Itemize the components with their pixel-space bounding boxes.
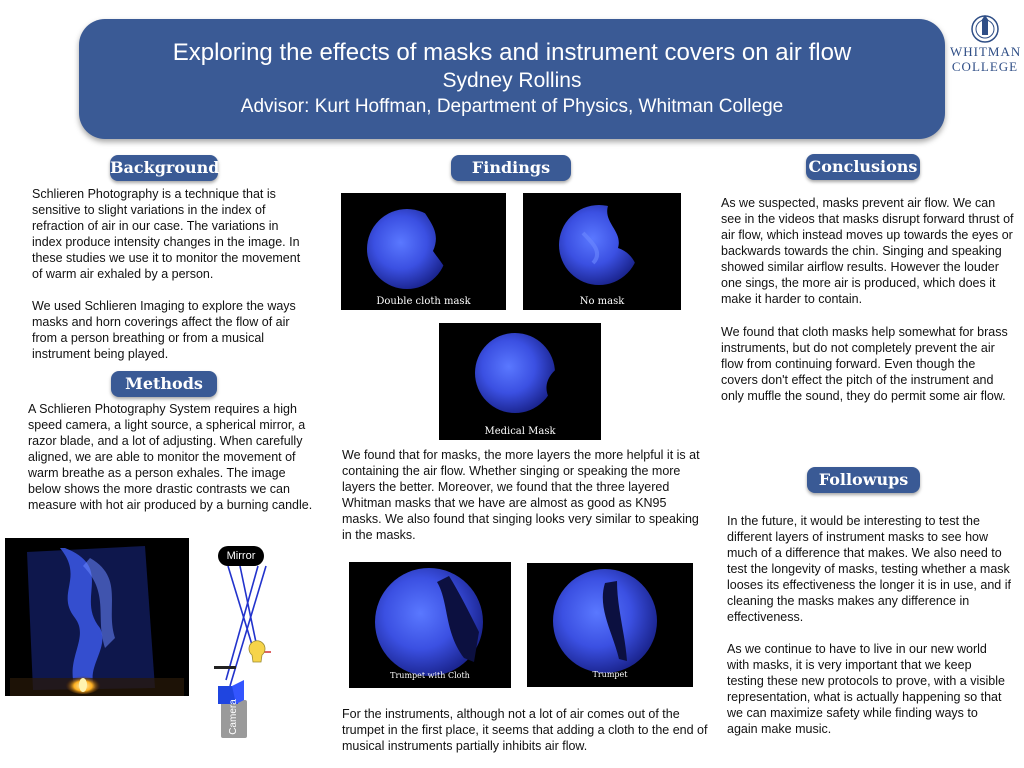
followups-paragraph-1: In the future, it would be interesting t… [727,514,1011,624]
background-paragraph-2: We used Schlieren Imaging to explore the… [32,299,296,361]
caption-trumpet: Trumpet [592,670,628,679]
diagram-mirror-label: Mirror [218,546,264,566]
title-banner: Exploring the effects of masks and instr… [79,19,945,139]
findings-paragraph-1: We found that for masks, the more layers… [342,448,700,542]
heading-conclusions: Conclusions [806,154,920,180]
heading-findings: Findings [451,155,571,181]
photo-medical-mask: Medical Mask [439,323,601,440]
conclusions-paragraph-1: As we suspected, masks prevent air flow.… [721,196,1014,306]
heading-methods: Methods [111,371,217,397]
poster-author: Sydney Rollins [442,69,582,92]
candle-schlieren-photo [5,538,189,696]
poster-title: Exploring the effects of masks and instr… [172,39,852,66]
caption-medical-mask: Medical Mask [484,426,556,437]
photo-trumpet: Trumpet [527,563,693,687]
college-seal-icon [971,15,999,43]
photo-double-cloth-mask: Double cloth mask [341,193,506,310]
heading-background: Background [110,155,219,181]
caption-no-mask: No mask [579,296,625,307]
conclusions-paragraph-2: We found that cloth masks help somewhat … [721,325,1008,403]
poster-advisor: Advisor: Kurt Hoffman, Department of Phy… [240,96,784,117]
schlieren-setup-diagram: Mirror Camera [196,540,306,740]
photo-no-mask: No mask [523,193,681,310]
logo-line-2: COLLEGE [951,59,1019,74]
methods-paragraph: A Schlieren Photography System requires … [28,402,313,512]
photo-trumpet-with-cloth: Trumpet with Cloth [349,562,511,688]
logo-line-1: WHITMAN [950,44,1022,59]
heading-followups: Followups [807,467,920,493]
whitman-college-logo: WHITMAN COLLEGE [950,12,1020,74]
caption-double-cloth-mask: Double cloth mask [376,296,471,307]
diagram-camera-label: Camera [228,699,239,735]
background-paragraph-1: Schlieren Photography is a technique tha… [32,187,301,281]
caption-trumpet-with-cloth: Trumpet with Cloth [390,671,470,680]
followups-paragraph-2: As we continue to have to live in our ne… [727,642,1005,736]
findings-paragraph-2: For the instruments, although not a lot … [342,707,708,753]
